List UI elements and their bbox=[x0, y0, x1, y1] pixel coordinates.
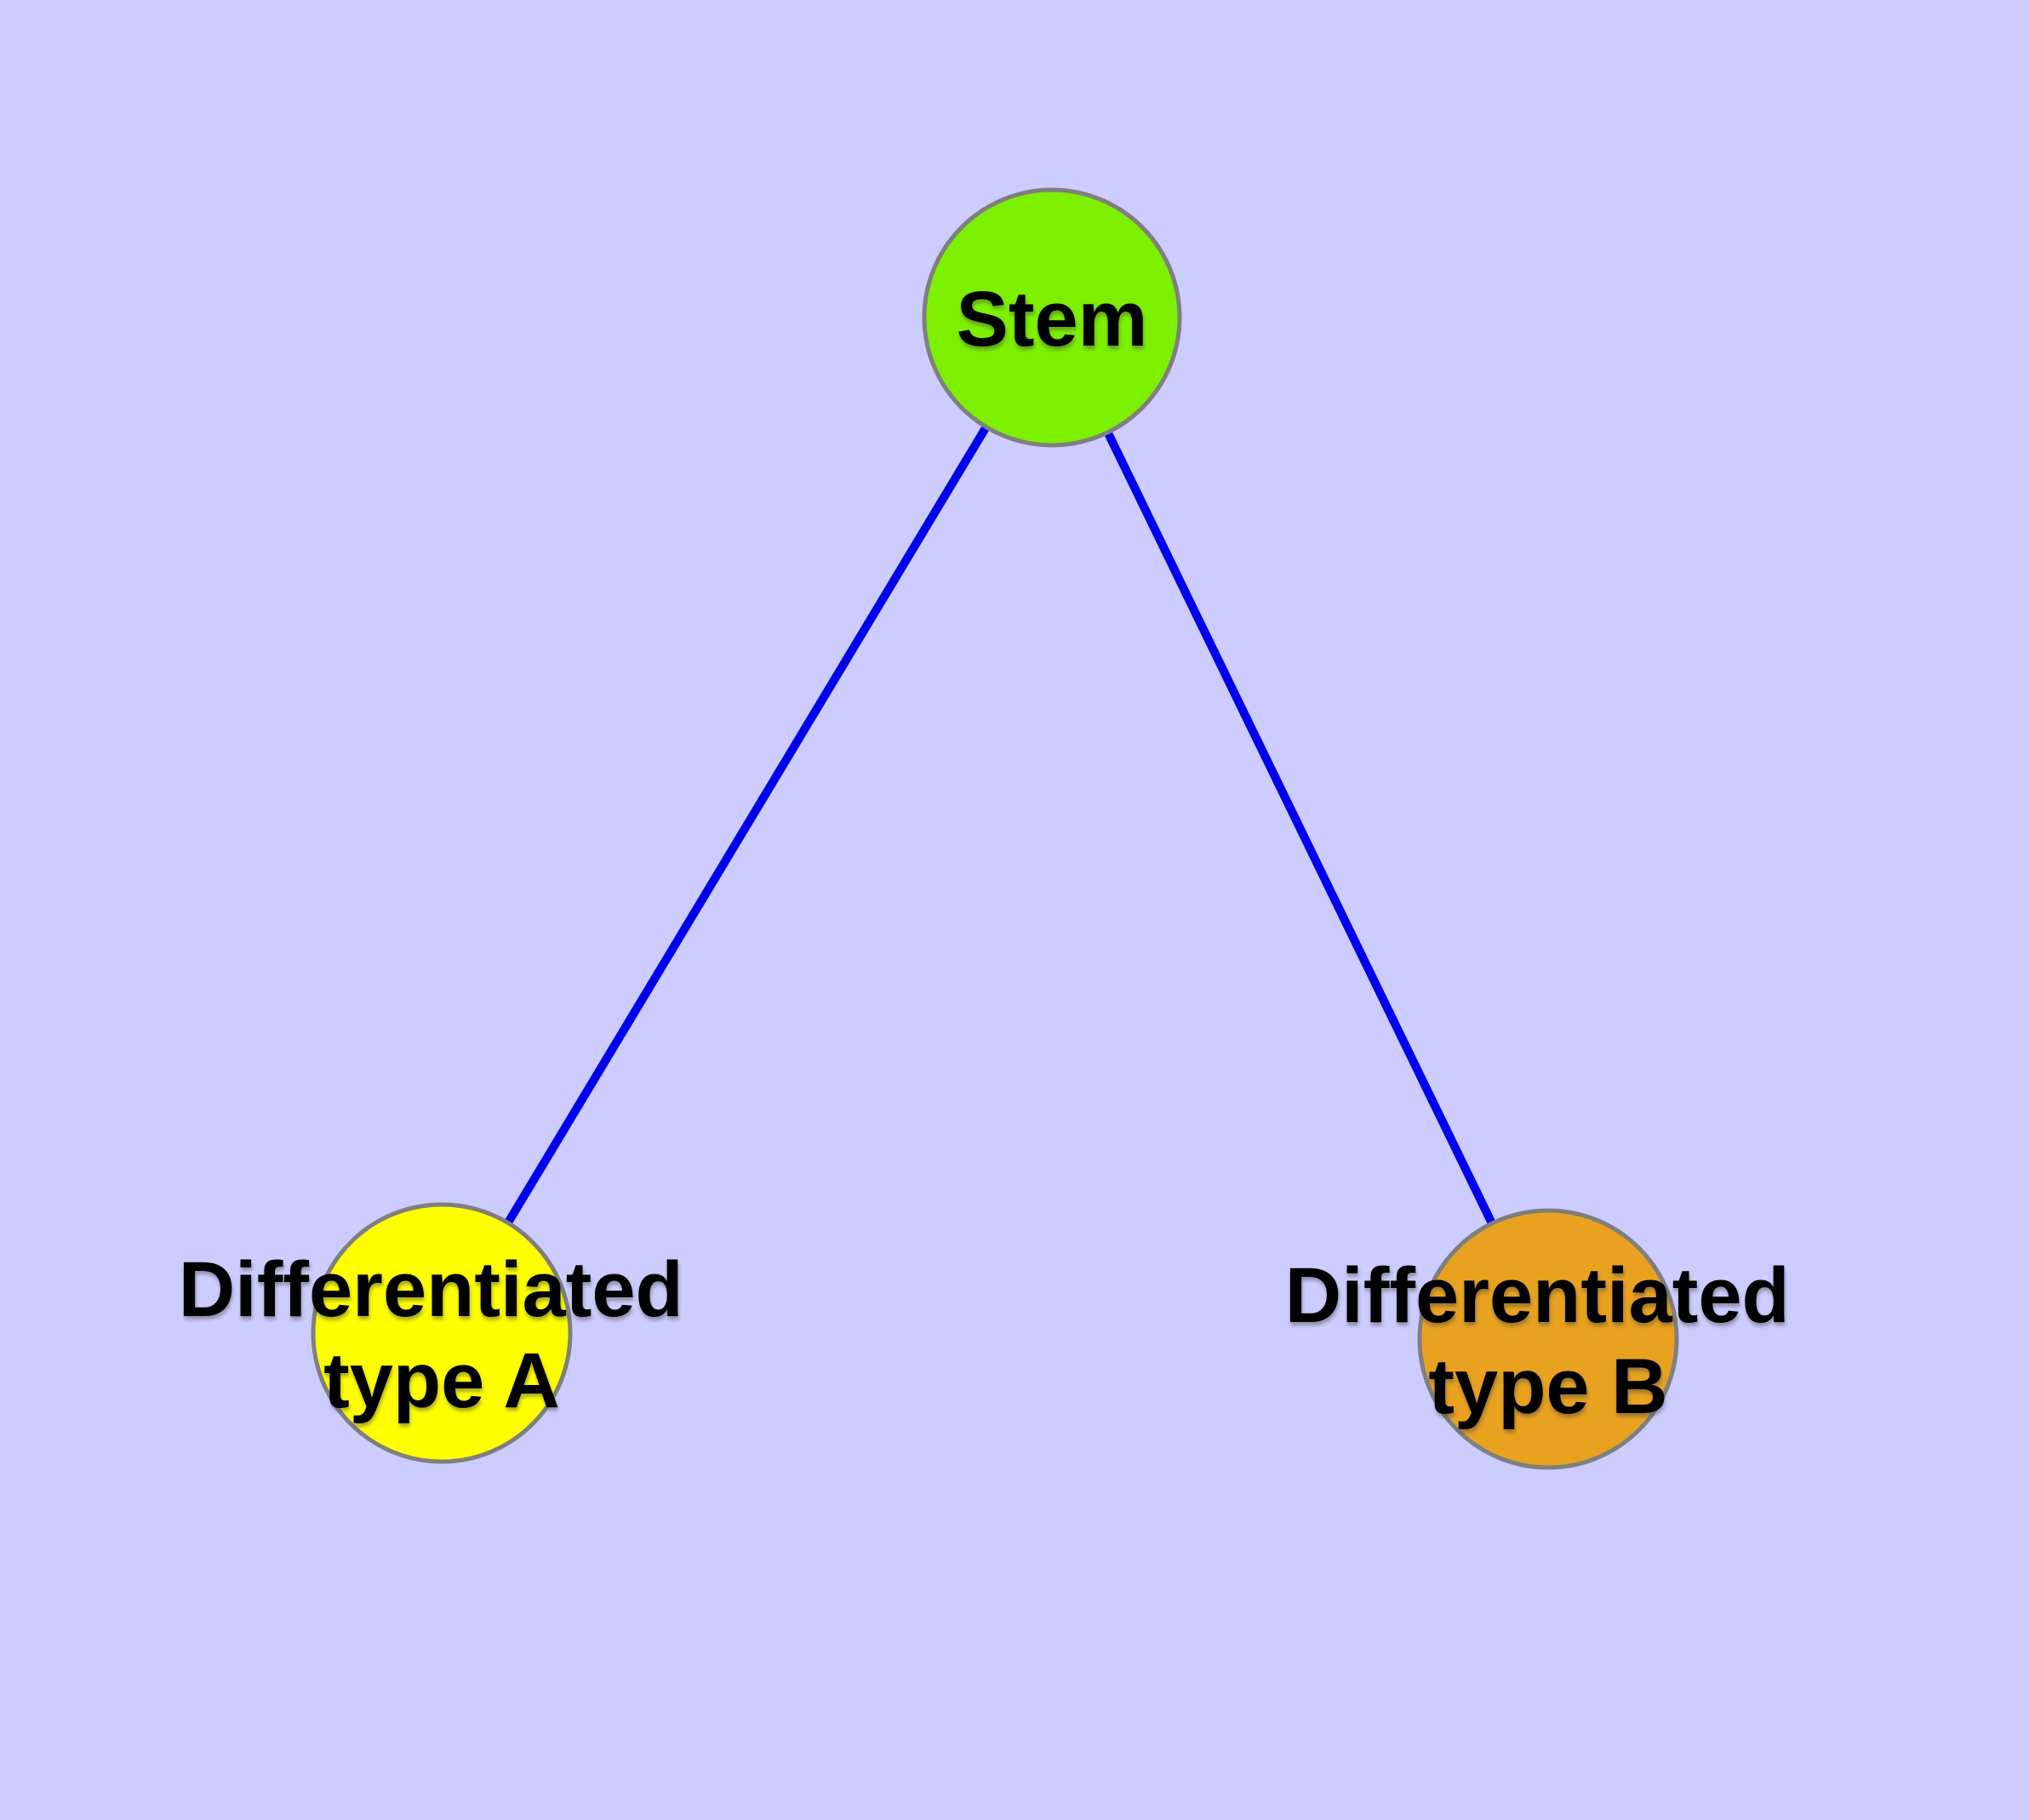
edge-stem-to-type-a bbox=[437, 315, 1056, 1336]
node-differentiated-type-a: Differentiated type A bbox=[179, 1202, 706, 1464]
node-type-a-circle bbox=[311, 1202, 573, 1464]
node-type-a-label-line1: Differentiated bbox=[179, 1246, 683, 1333]
node-type-a-label-line2: type A bbox=[323, 1337, 560, 1424]
node-type-b-label: Differentiated type B bbox=[1285, 1252, 1812, 1430]
node-differentiated-type-b: Differentiated type B bbox=[1285, 1208, 1812, 1470]
node-stem-circle bbox=[922, 187, 1182, 448]
node-stem: Stem bbox=[922, 187, 1182, 448]
node-stem-label: Stem bbox=[957, 276, 1148, 363]
node-type-b-circle bbox=[1417, 1208, 1679, 1470]
node-type-a-label: Differentiated type A bbox=[179, 1246, 706, 1424]
node-type-b-label-line1: Differentiated bbox=[1285, 1252, 1790, 1339]
node-type-b-label-line2: type B bbox=[1428, 1343, 1667, 1430]
edge-stem-to-type-b bbox=[1048, 315, 1552, 1342]
